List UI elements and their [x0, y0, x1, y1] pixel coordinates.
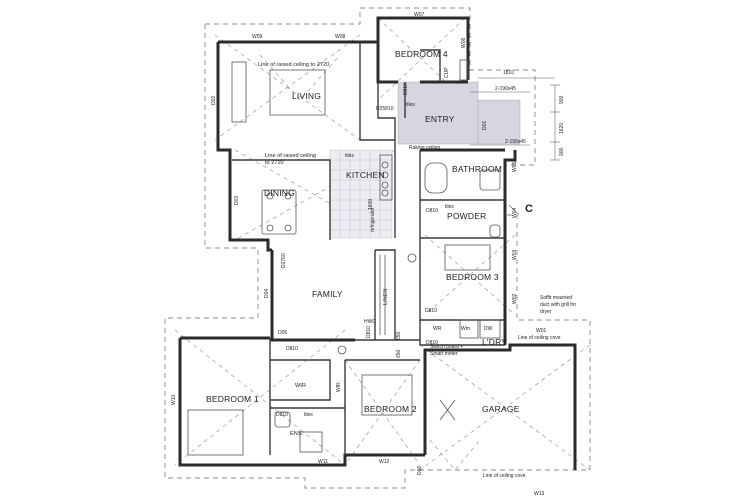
room-wir-right: WIR [336, 382, 342, 392]
walls [178, 16, 577, 470]
door-d810-c: D810 [425, 308, 437, 314]
dim-650-a: 650 [396, 331, 402, 340]
window-w09: W09 [252, 34, 263, 40]
window-w08: W08 [335, 34, 346, 40]
door-d03: D03 [234, 196, 240, 205]
dimension-lines [470, 77, 560, 216]
dim-900-b: 900 [559, 147, 565, 156]
window-w06: W06 [461, 38, 467, 49]
room-wr: WR [433, 326, 442, 332]
window-labels: W07 W08 W09 W06 W05 W04 W03 W02 W01 W10 … [171, 12, 547, 497]
note-beam-1: 2-190x45 [495, 86, 516, 92]
dim-1620: 1620 [559, 123, 565, 134]
dimension-text: 1810 900 1620 900 650 650 1600 [368, 70, 565, 358]
note-switchboard-1: Switch board + [430, 344, 463, 350]
note-ceiling-cove-bottom: Line of ceiling cove [483, 473, 526, 479]
room-hwc: HWC [364, 319, 376, 325]
note-dw: DW [484, 326, 493, 332]
door-d05: D05 [278, 330, 287, 336]
dim-1600: 1600 [368, 199, 374, 210]
window-w11: W11 [318, 459, 328, 465]
note-raking-ceiling: Raking ceiling [409, 145, 440, 151]
note-tiles-ens: tiles [304, 412, 313, 418]
window-w12: W12 [379, 459, 390, 465]
room-living: LIVING [292, 91, 321, 101]
note-ceiling-cove-top: Line of ceiling cove [518, 335, 561, 341]
window-w03: W03 [512, 250, 518, 261]
window-w13: W13 [534, 491, 545, 497]
section-marker: C [525, 203, 533, 215]
note-soffit-3: dryer [540, 309, 552, 315]
room-powder: POWDER [447, 211, 486, 221]
room-bathroom: BATHROOM [452, 164, 502, 174]
room-cup: CUP [444, 67, 450, 78]
room-laundry: L'DRY [482, 337, 507, 347]
door-d810-a: D810 [403, 83, 409, 95]
note-refrigerator: refrigerator [370, 207, 376, 232]
room-linen: LINEN [383, 289, 389, 305]
window-w04: W04 [512, 208, 518, 219]
door-d810-f: D810 [276, 412, 288, 418]
window-w07: W07 [414, 12, 425, 18]
door-d01: D01 [482, 121, 488, 130]
room-kitchen: KITCHEN [346, 170, 385, 180]
note-wm: Wm [461, 326, 470, 332]
room-garage: GARAGE [482, 404, 520, 414]
door-d04: D04 [264, 289, 270, 298]
note-raised-ceiling-dining-2: to 2720 [265, 160, 284, 166]
door-d810-d: D810 [426, 340, 438, 346]
note-beam-2: 2-190x45 [505, 139, 526, 145]
room-wir-left: WIR [295, 383, 306, 389]
room-labels: BEDROOM 4 LIVING ENTRY KITCHEN DINING BA… [206, 49, 520, 437]
room-bedroom2: BEDROOM 2 [364, 404, 417, 414]
door-labels: D02 D03 D04 D05 D06 D01 D2760 D25810 D81… [211, 83, 488, 475]
room-bedroom1: BEDROOM 1 [206, 394, 259, 404]
note-tiles-kitchen: tiles [345, 153, 354, 159]
room-bedroom3: BEDROOM 3 [446, 272, 499, 282]
note-raised-ceiling-living: Line of raised ceiling to 2720 [258, 62, 329, 68]
room-dining: DINING [264, 188, 295, 198]
note-raised-ceiling-dining-1: Line of raised ceiling [265, 153, 316, 159]
room-bedroom4: BEDROOM 4 [395, 49, 448, 59]
note-soffit-2: duct with grill for [540, 302, 576, 308]
window-w02: W02 [512, 294, 518, 305]
note-switchboard-2: Smart meter [430, 351, 458, 357]
dim-1810: 1810 [503, 70, 514, 76]
room-family: FAMILY [312, 289, 343, 299]
notes: Line of raised ceiling to 2720 Line of r… [258, 62, 576, 479]
door-d810-b: D810 [426, 208, 438, 214]
door-d810-e: D810 [286, 346, 298, 352]
window-w01: W01 [536, 328, 547, 334]
door-d2760: D2760 [281, 253, 287, 268]
door-d810-g: D810 [366, 326, 372, 338]
door-d06: D06 [417, 466, 423, 475]
room-ens: ENS. [290, 431, 304, 437]
window-w10: W10 [171, 395, 177, 406]
note-tiles-powder: tiles [445, 204, 454, 210]
fixtures [187, 59, 501, 456]
door-d02: D02 [211, 96, 217, 105]
dim-900-a: 900 [559, 95, 565, 104]
door-d25810: D25810 [376, 106, 394, 112]
room-entry: ENTRY [425, 114, 455, 124]
dim-650-b: 650 [396, 349, 402, 358]
note-soffit-1: Soffit mounted [540, 295, 572, 301]
window-w05: W05 [512, 162, 518, 173]
note-tiles-entry: tiles [406, 102, 415, 108]
